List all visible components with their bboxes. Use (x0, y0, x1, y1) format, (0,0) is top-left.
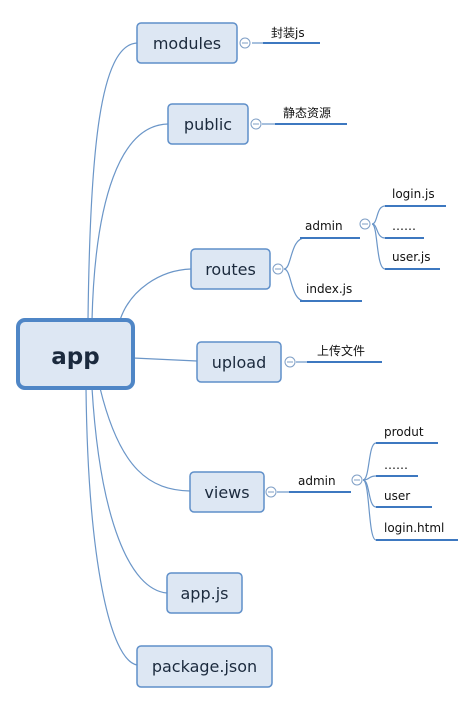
branch-packagejson[interactable]: package.json (136, 645, 273, 688)
root-label: app (51, 344, 99, 370)
leaf-label: index.js (306, 282, 352, 296)
connector-packagejson (85, 387, 138, 666)
branch-modules-label: modules (153, 34, 221, 53)
leaf-upload-files[interactable]: 上传文件 (307, 343, 382, 363)
collapse-upload-icon[interactable] (284, 356, 296, 368)
root-node[interactable]: app (16, 318, 135, 390)
leaf-label: …… (392, 219, 416, 233)
leaf-views-loginhtml[interactable]: login.html (376, 521, 458, 541)
subtree-connectors (252, 42, 386, 541)
leaf-label: 封装js (271, 26, 305, 40)
branch-modules[interactable]: modules (136, 22, 238, 64)
connector-public (91, 123, 169, 321)
connector-appjs (91, 387, 168, 594)
leaf-routes-indexjs[interactable]: index.js (300, 282, 362, 302)
branch-routes-label: routes (205, 260, 256, 279)
leaf-views-user[interactable]: user (376, 489, 432, 508)
leaf-routes-userjs[interactable]: user.js (385, 250, 440, 270)
node-label: admin (305, 219, 343, 233)
node-views-admin[interactable]: admin (289, 474, 351, 493)
leaf-label: 上传文件 (317, 343, 365, 358)
connector-upload (132, 357, 198, 362)
leaf-modules-encapsulate[interactable]: 封装js (263, 26, 320, 44)
leaf-label: …… (384, 458, 408, 472)
branch-views[interactable]: views (189, 471, 265, 513)
branch-upload[interactable]: upload (196, 341, 282, 383)
collapse-routes-icon[interactable] (272, 263, 284, 275)
collapse-modules-icon[interactable] (239, 37, 251, 49)
leaf-label: user.js (392, 250, 430, 264)
collapse-toggles (239, 37, 371, 498)
leaf-label: login.js (392, 187, 435, 201)
collapse-public-icon[interactable] (250, 118, 262, 130)
branch-views-label: views (204, 483, 249, 502)
leaf-label: user (384, 489, 410, 503)
leaf-public-static[interactable]: 静态资源 (275, 106, 347, 125)
branch-appjs[interactable]: app.js (166, 572, 243, 614)
node-label: admin (298, 474, 336, 488)
branch-public[interactable]: public (167, 103, 249, 145)
leaf-views-ellipsis[interactable]: …… (376, 458, 418, 477)
branch-routes[interactable]: routes (190, 248, 271, 290)
connector-views (99, 387, 191, 492)
collapse-views-admin-icon[interactable] (351, 474, 363, 486)
node-routes-admin[interactable]: admin (300, 219, 360, 239)
branch-public-label: public (184, 115, 232, 134)
branch-appjs-label: app.js (181, 584, 229, 603)
leaf-nodes: 封装js 静态资源 admin login.js …… user.js inde… (263, 26, 458, 541)
root-connectors (85, 42, 198, 666)
leaf-routes-loginjs[interactable]: login.js (385, 187, 446, 207)
collapse-routes-admin-icon[interactable] (359, 218, 371, 230)
collapse-views-icon[interactable] (265, 486, 277, 498)
connector-routes (119, 268, 192, 321)
connector-modules (87, 42, 138, 321)
branch-upload-label: upload (212, 353, 267, 372)
branch-packagejson-label: package.json (152, 657, 257, 676)
leaf-label: 静态资源 (283, 106, 331, 120)
leaf-label: produt (384, 425, 424, 439)
leaf-routes-ellipsis[interactable]: …… (385, 219, 424, 239)
leaf-views-produt[interactable]: produt (376, 425, 438, 444)
leaf-label: login.html (384, 521, 444, 535)
